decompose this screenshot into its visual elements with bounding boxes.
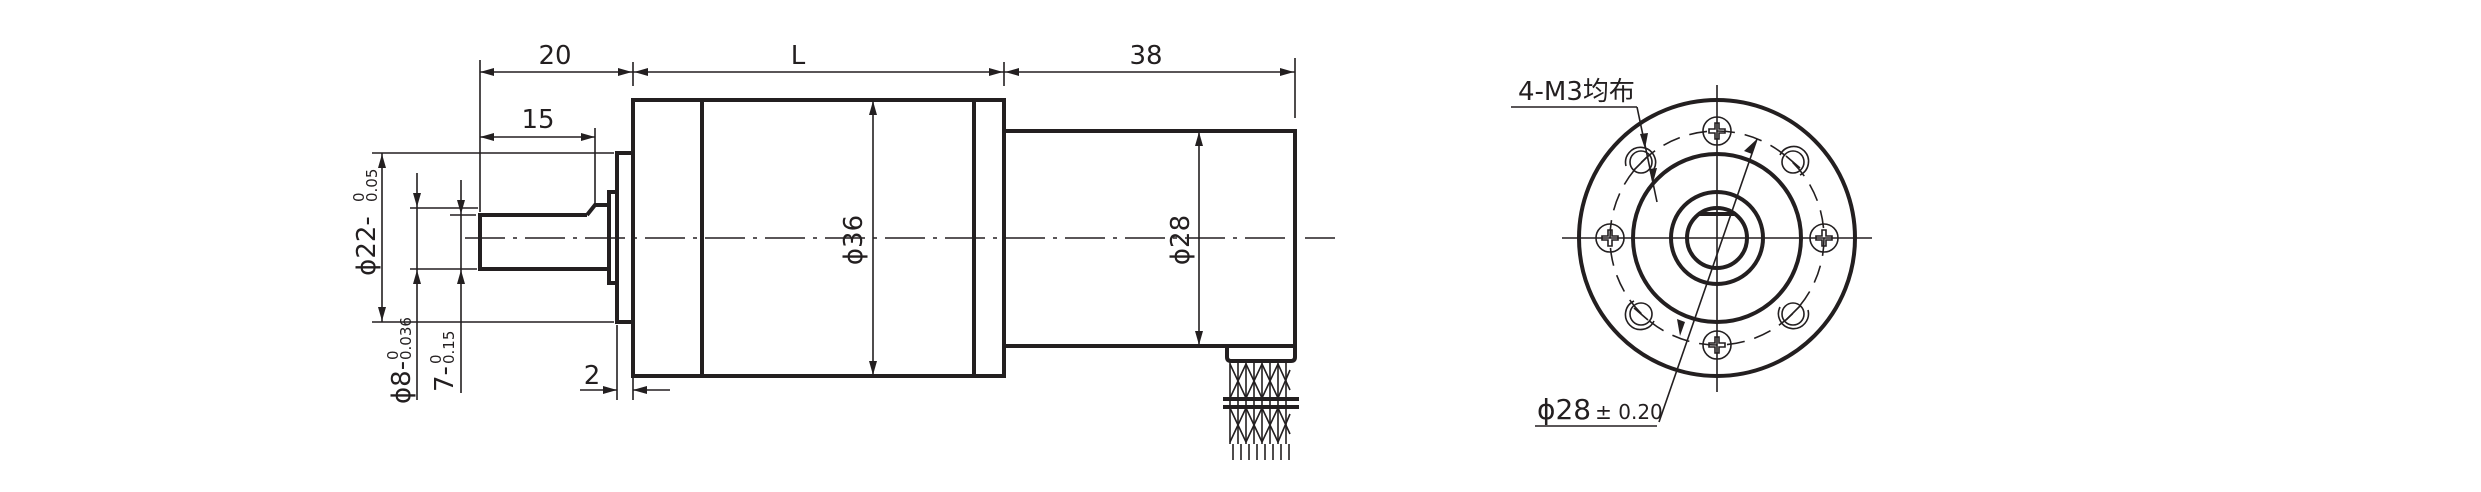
bolt-circle-leader (1535, 138, 1758, 427)
screw-right (1809, 223, 1839, 253)
mounting-hole-top-left (1624, 146, 1657, 174)
dim-pilot-thickness: 2 (584, 361, 601, 391)
top-dimension-chain (479, 58, 1296, 212)
dim-shaft-diameter: ϕ8- 0 0.036 (384, 317, 417, 404)
svg-text:0: 0 (350, 192, 368, 202)
lead-wire-bundle (1223, 361, 1299, 460)
svg-text:0.05: 0.05 (363, 169, 381, 202)
dim-gearbox-length: L (791, 41, 806, 71)
motor-diameter-dimension (1195, 131, 1203, 346)
dim-gearbox-diameter: ϕ36 (839, 215, 869, 265)
mounting-hole-bottom-left (1624, 300, 1655, 331)
bolt-circle (1609, 130, 1825, 346)
svg-text:0: 0 (427, 354, 445, 364)
gearbox-ring (1631, 152, 1803, 324)
svg-text:0.15: 0.15 (440, 331, 458, 364)
svg-text:ϕ22-: ϕ22- (352, 216, 382, 276)
dim-shaft-length: 20 (538, 41, 571, 71)
left-vertical-dimensions (372, 152, 614, 400)
screw-bottom (1702, 330, 1732, 360)
svg-text:7-: 7- (430, 366, 460, 392)
dim-flat-height: 7- 0 0.15 (427, 331, 460, 392)
motor-body (1004, 129, 1297, 348)
shaft-end (1685, 206, 1749, 270)
screw-left (1595, 223, 1625, 253)
diameter-symbol: ϕ (352, 259, 382, 276)
cable-exit-boot (1225, 346, 1297, 363)
side-view: 20 L 38 15 2 ϕ36 (350, 41, 1335, 460)
dim-motor-length: 38 (1129, 41, 1162, 71)
mounting-hole-top-right (1779, 145, 1810, 176)
label-bolt-circle: ϕ28± 0.20 (1537, 393, 1663, 426)
hub (1669, 190, 1765, 286)
dim-pilot-diameter: ϕ22- 0 0.05 (350, 169, 382, 276)
output-shaft (478, 203, 609, 271)
screw-top (1702, 116, 1732, 146)
mounting-hole-bottom-right (1777, 302, 1810, 330)
svg-text:ϕ8-: ϕ8- (387, 361, 417, 404)
pilot-thickness-dimension (580, 325, 670, 400)
flange-outer (1577, 98, 1857, 378)
svg-text:0: 0 (384, 350, 402, 360)
gearbox-diameter-dimension (869, 100, 877, 376)
mounting-holes-leader (1511, 106, 1658, 203)
gearbox-body (631, 98, 1006, 378)
dim-motor-diameter: ϕ28 (1166, 215, 1196, 265)
svg-text:0.036: 0.036 (397, 317, 415, 360)
dim-flat-length: 15 (521, 105, 554, 135)
end-view: 4-M3均布 ϕ28± 0.20 (1511, 77, 1872, 427)
flat-length-dimension (480, 128, 596, 203)
label-mounting-holes: 4-M3均布 (1518, 77, 1635, 107)
